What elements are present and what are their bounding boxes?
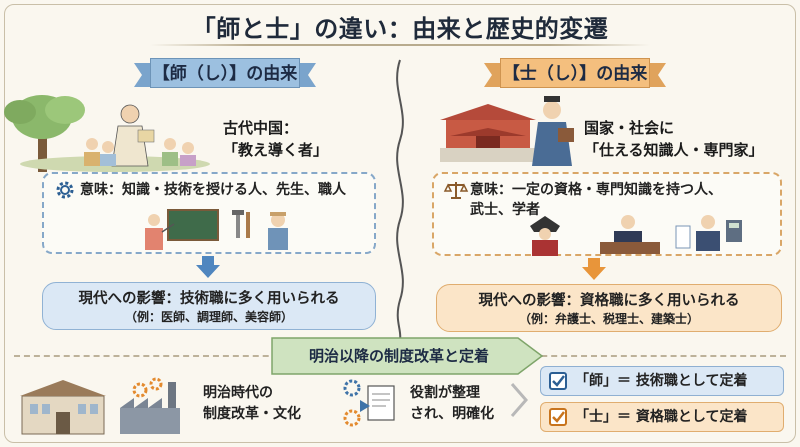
banner-text: 明治以降の制度改革と定着 [308,347,489,365]
teacher-blackboard-illustration [145,209,219,250]
right-origin-line1: 国家・社会に [584,119,675,137]
right-origin-text: 国家・社会に 「仕える知識人・専門家」 [584,117,764,161]
role-line1: 役割が整理 [410,385,480,401]
left-impact-box: 現代への影響：技術職に多く用いられる （例：医師、調理師、美容師） [42,282,376,330]
left-impact-examples: （例：医師、調理師、美容師） [124,310,293,324]
wavy-divider [396,59,404,341]
meiji-building-factory-illustration [20,377,180,435]
result-shi-teacher: 「師」＝ 技術職として定着 [540,366,784,396]
accountant-illustration [675,215,742,251]
ribbon-tail-right [484,63,502,87]
teacher-students-illustration [4,95,210,172]
right-meaning-line1: 意味：一定の資格・専門知識を持つ人、 [470,182,722,198]
result-shi-scholar-text: 「士」＝ 資格職として定着 [575,409,748,425]
down-arrow-icon [196,256,220,278]
samurai-illustration [530,216,560,256]
right-origin-line2: 「仕える知識人・専門家」 [584,141,764,159]
lawyer-illustration [600,215,660,254]
down-arrow-icon-right [582,258,606,280]
page-title: 「師と士」の違い：由来と歴史的変遷 [191,15,609,43]
left-origin-line1: 古代中国： [223,119,299,137]
right-impact-main: 現代への影響：資格職に多く用いられる [478,293,740,309]
result-shi-scholar: 「士」＝ 資格職として定着 [540,402,784,432]
gear-icon [56,181,74,199]
header-shi-teacher: 【師（し）】の由来 [150,58,300,88]
palace-scholar-illustration [440,96,574,166]
ribbon-tail-left-end [298,63,316,87]
right-meaning-line2: 武士、学者 [470,202,540,218]
meiji-line1: 明治時代の [203,385,273,401]
checkbox-icon [549,372,567,390]
outer-frame [4,4,796,443]
title-underline [150,44,650,46]
left-origin-text: 古代中国： 「教え導く者」 [223,117,328,161]
meiji-text: 明治時代の 制度改革・文化 [203,383,301,425]
right-meaning-text: 意味：一定の資格・専門知識を持つ人、 武士、学者 [470,180,722,220]
ribbon-tail-right-end [648,63,666,87]
chevron-right-icon [510,383,528,417]
right-impact-box: 現代への影響：資格職に多く用いられる （例：弁護士、税理士、建築士） [436,284,782,332]
scales-icon [443,182,469,199]
meiji-line2: 制度改革・文化 [203,406,301,422]
right-impact-examples: （例：弁護士、税理士、建築士） [518,312,699,326]
header-shi-scholar: 【士（し）】の由来 [500,58,650,88]
role-line2: され、明確化 [410,406,495,422]
banner-arrow [271,337,544,375]
document-gear-icon [343,379,395,427]
ribbon-tail-left [134,63,152,87]
craftsman-tools-illustration [232,210,288,250]
result-shi-teacher-text: 「師」＝ 技術職として定着 [575,373,748,389]
role-text: 役割が整理 され、明確化 [410,383,494,425]
checkbox-icon-orange [549,408,567,426]
left-origin-line2: 「教え導く者」 [223,141,329,159]
left-meaning-text: 意味：知識・技術を授ける人、先生、職人 [80,182,346,198]
left-impact-main: 現代への影響：技術職に多く用いられる [78,291,340,307]
